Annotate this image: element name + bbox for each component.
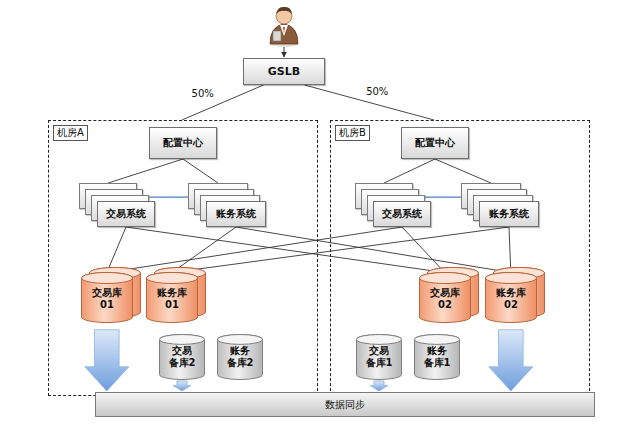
- database-cylinder: 交易 备库1: [356, 334, 402, 380]
- box-label: 交易系统: [106, 208, 146, 220]
- cylinder-top: [82, 273, 133, 284]
- cylinder-top: [420, 273, 471, 284]
- box-label: 账务系统: [216, 208, 256, 220]
- process-box: 配置中心: [401, 127, 469, 159]
- system-box: 交易系统: [97, 201, 155, 227]
- cylinder-body: [357, 335, 402, 380]
- database-cylinder: 交易 备库2: [159, 334, 205, 380]
- cylinder-top: [147, 273, 198, 284]
- cylinder-body: [147, 273, 198, 323]
- database-label: 交易库 02: [426, 287, 464, 312]
- connector-line: [305, 85, 435, 120]
- sync-bar: 数据同步: [95, 392, 595, 417]
- cylinder-body: [420, 273, 471, 323]
- cylinder-body: [82, 273, 133, 323]
- region-label: 机房B: [335, 125, 370, 141]
- box-label: 交易系统: [382, 208, 422, 220]
- connector-line: [107, 227, 126, 273]
- database-label: 交易 备库1: [363, 345, 395, 370]
- database-label: 账务 备库2: [224, 345, 256, 370]
- database-label: 账务库 01: [153, 287, 191, 312]
- region-label: 机房A: [53, 125, 88, 141]
- cylinder-top: [218, 335, 263, 345]
- database-cylinder: 交易库 02: [419, 267, 479, 323]
- box-label: 配置中心: [163, 137, 203, 149]
- process-box: GSLB: [243, 58, 325, 85]
- connector-line: [172, 227, 509, 273]
- database-label: 账务库 02: [492, 287, 530, 312]
- database-cylinder: 账务库 01: [146, 267, 206, 323]
- database-cylinder: 账务 备库1: [414, 334, 460, 380]
- box-label: GSLB: [268, 65, 300, 78]
- cylinder-body: [415, 335, 460, 380]
- connector-line: [126, 227, 445, 273]
- edge-label: 50%: [190, 87, 216, 98]
- connector-line: [182, 85, 264, 120]
- process-box: 配置中心: [149, 127, 217, 159]
- cylinder-top: [486, 273, 537, 284]
- database-label: 交易库 01: [88, 287, 126, 312]
- cylinder-body: [160, 335, 205, 380]
- connector-line: [183, 159, 218, 183]
- system-box: 账务系统: [479, 201, 539, 227]
- connector-line: [172, 227, 236, 273]
- connector-line: [509, 227, 511, 273]
- sync-block-arrow: [370, 381, 388, 391]
- system-box: 交易系统: [373, 201, 431, 227]
- connector-line: [108, 159, 183, 183]
- connector-line: [435, 159, 491, 183]
- sync-block-arrow: [489, 330, 533, 391]
- sync-block-arrow: [173, 381, 191, 391]
- cylinder-body: [486, 273, 537, 323]
- database-cylinder: 账务 备库2: [217, 334, 263, 380]
- edge-label: 50%: [364, 85, 390, 96]
- connector-line: [402, 227, 445, 273]
- user-request-arrow: [284, 47, 285, 57]
- database-cylinder: 账务库 02: [485, 267, 545, 323]
- user-icon: [270, 7, 298, 47]
- cylinder-top: [357, 335, 402, 345]
- cylinder-body: [218, 335, 263, 380]
- box-label: 账务系统: [489, 208, 529, 220]
- connector-line: [384, 159, 435, 183]
- cylinder-top: [160, 335, 205, 345]
- connector-line: [107, 227, 402, 273]
- sync-block-arrow: [85, 330, 129, 391]
- box-label: 数据同步: [325, 398, 365, 412]
- cylinder-top: [415, 335, 460, 345]
- box-label: 配置中心: [415, 137, 455, 149]
- system-box: 账务系统: [206, 201, 266, 227]
- database-label: 交易 备库2: [166, 345, 198, 370]
- datacenter-region: 机房A 配置中心交易系统 账务系统交易库 01 账务库 01 交易 备库2 账务 备库2: [48, 120, 318, 396]
- database-cylinder: 交易库 01: [81, 267, 141, 323]
- connector-line: [236, 227, 511, 273]
- datacenter-region: 机房B 配置中心交易系统 账务系统交易库 02 账务库 02 交易 备库1 账务 备库1: [330, 120, 590, 396]
- database-label: 账务 备库1: [421, 345, 453, 370]
